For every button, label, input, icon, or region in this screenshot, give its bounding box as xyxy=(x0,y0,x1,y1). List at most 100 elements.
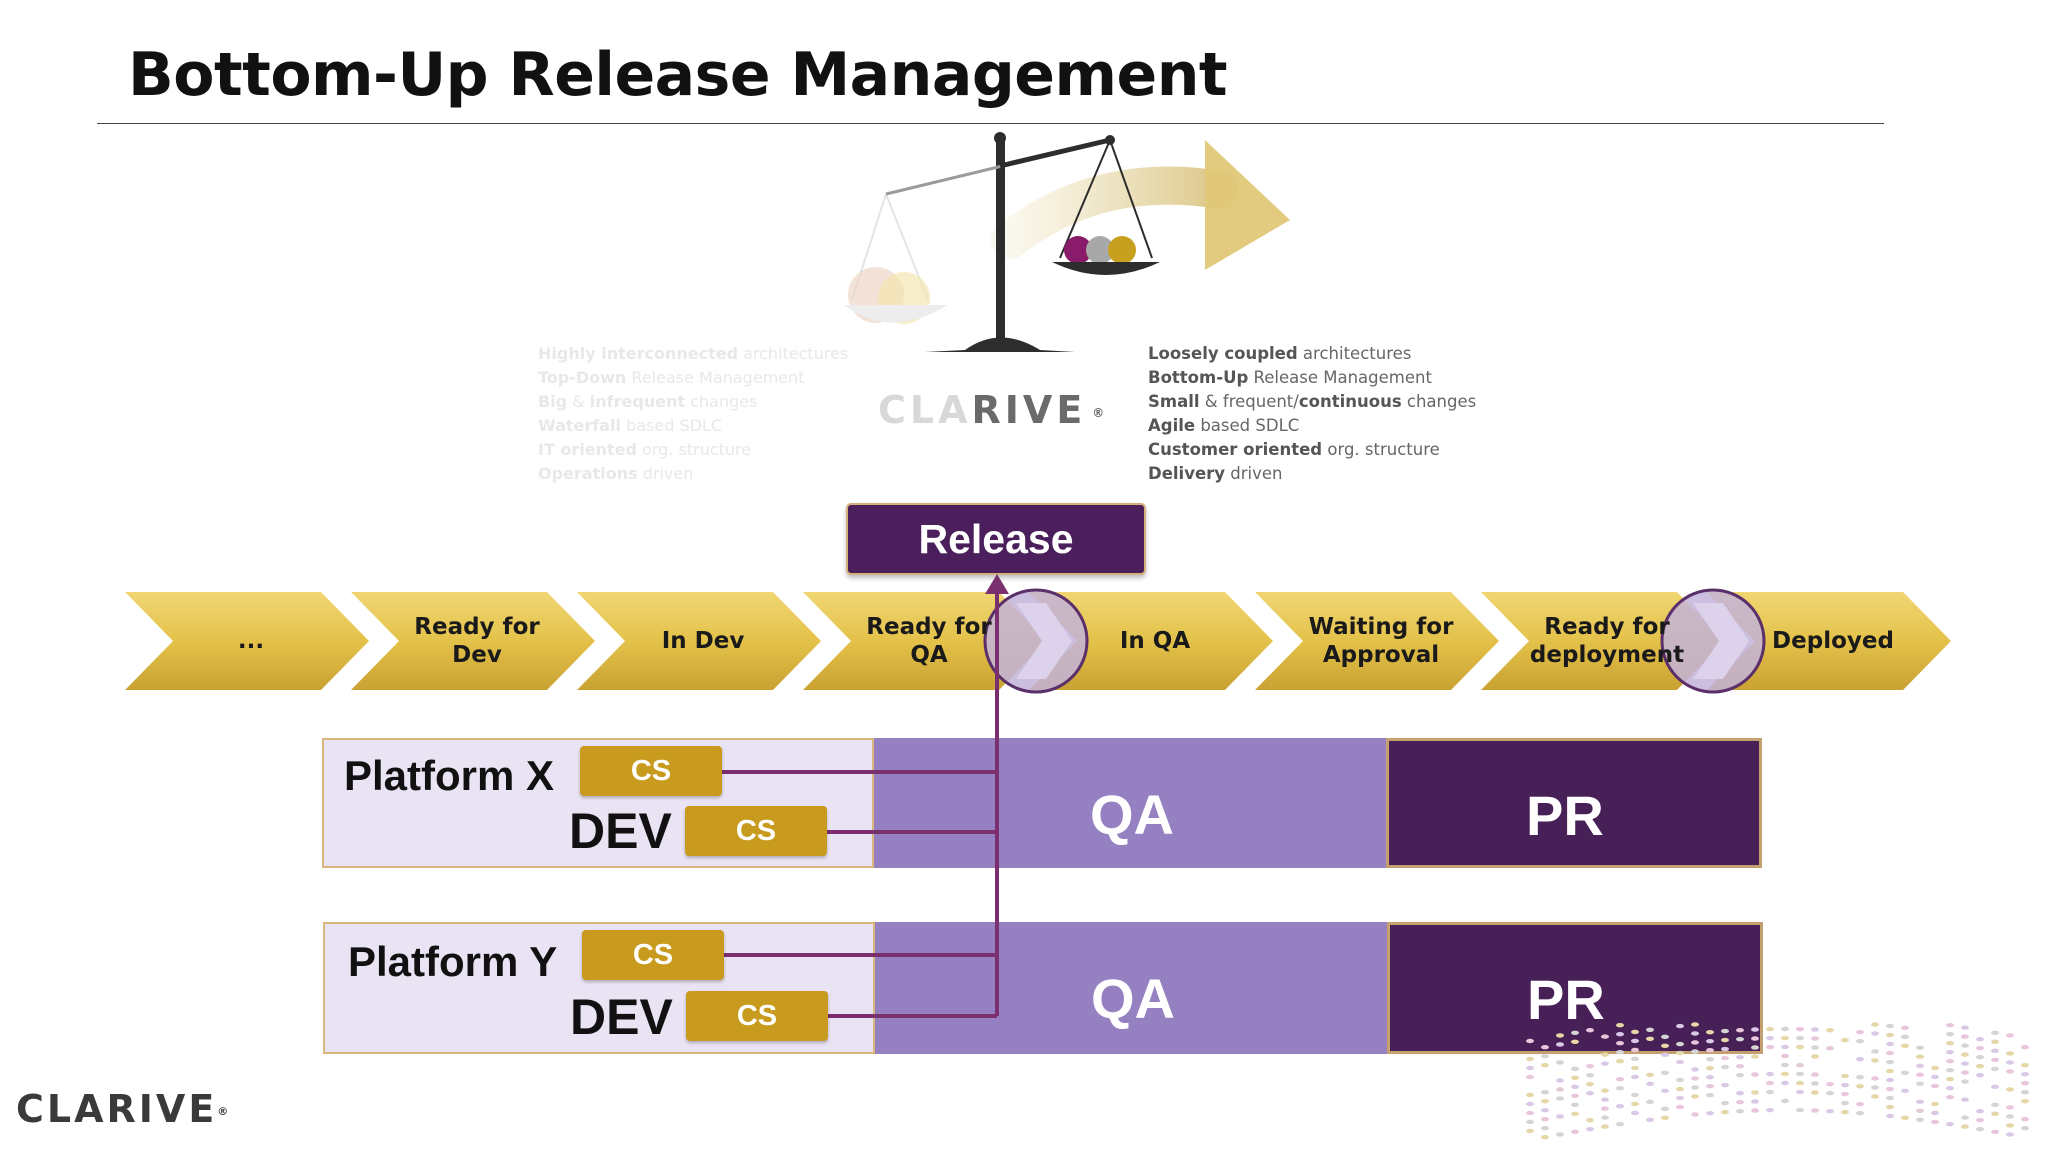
decorative-dot xyxy=(1766,1072,1774,1076)
decorative-dot xyxy=(1631,1075,1639,1079)
decorative-dot xyxy=(1901,1116,1909,1120)
decorative-dot xyxy=(1961,1034,1969,1038)
decorative-dot xyxy=(1601,1061,1609,1065)
decorative-dot xyxy=(1661,1035,1669,1039)
decorative-dot xyxy=(1991,1103,1999,1107)
decorative-dot xyxy=(1571,1112,1579,1116)
clarive-logo: CLARIVE® xyxy=(16,1087,231,1131)
decorative-dot xyxy=(1991,1130,1999,1134)
decorative-dot xyxy=(1631,1057,1639,1061)
decorative-dot xyxy=(1571,1076,1579,1080)
decorative-dot xyxy=(1871,1058,1879,1062)
decorative-dot xyxy=(1601,1088,1609,1092)
decorative-dot xyxy=(1676,1087,1684,1091)
decorative-dot xyxy=(1616,1122,1624,1126)
decorative-dot xyxy=(1676,1042,1684,1046)
decorative-dot xyxy=(1946,1032,1954,1036)
decorative-dot xyxy=(1631,1102,1639,1106)
decorative-dot xyxy=(1811,1027,1819,1031)
decorative-dot xyxy=(1661,1089,1669,1093)
decorative-dot xyxy=(1706,1057,1714,1061)
changeset-badge[interactable]: CS xyxy=(580,746,722,796)
decorative-dot xyxy=(1931,1111,1939,1115)
decorative-dot xyxy=(1706,1048,1714,1052)
decorative-dot xyxy=(1616,1059,1624,1063)
decorative-dot xyxy=(1946,1068,1954,1072)
decorative-dot xyxy=(2021,1099,2029,1103)
decorative-dot xyxy=(1841,1083,1849,1087)
decorative-dot xyxy=(2006,1051,2014,1055)
decorative-dot xyxy=(1781,1072,1789,1076)
decorative-dot xyxy=(1871,1076,1879,1080)
decorative-dot xyxy=(1601,1034,1609,1038)
decorative-dot xyxy=(1976,1046,1984,1050)
decorative-dot xyxy=(1601,1106,1609,1110)
decorative-dot xyxy=(1976,1073,1984,1077)
decorative-dot xyxy=(1811,1036,1819,1040)
decorative-dot xyxy=(1736,1055,1744,1059)
decorative-dot xyxy=(1691,1040,1699,1044)
decorative-dot xyxy=(1796,1072,1804,1076)
decorative-dot xyxy=(1901,1035,1909,1039)
decorative-dot xyxy=(1526,1057,1534,1061)
decorative-dot xyxy=(1541,1054,1549,1058)
decorative-dot xyxy=(1901,1089,1909,1093)
decorative-dot xyxy=(1556,1096,1564,1100)
decorative-dot xyxy=(1886,1033,1894,1037)
decorative-dot xyxy=(2021,1072,2029,1076)
decorative-dot xyxy=(1886,1069,1894,1073)
decorative-dot xyxy=(1661,1044,1669,1048)
decorative-dot xyxy=(1886,1114,1894,1118)
decorative-dot xyxy=(1556,1114,1564,1118)
decorative-dot xyxy=(1541,1063,1549,1067)
decorative-dot xyxy=(1976,1037,1984,1041)
decorative-dot xyxy=(1931,1066,1939,1070)
decorative-dot xyxy=(1751,1027,1759,1031)
decorative-dot xyxy=(1721,1029,1729,1033)
decorative-dot xyxy=(1991,1031,1999,1035)
decorative-dot xyxy=(1991,1112,1999,1116)
decorative-dot xyxy=(1691,1049,1699,1053)
decorative-dot xyxy=(1631,1111,1639,1115)
decorative-dot xyxy=(1676,1051,1684,1055)
decorative-dot xyxy=(1856,1030,1864,1034)
decorative-dot xyxy=(1676,1024,1684,1028)
decorative-dot xyxy=(1751,1099,1759,1103)
decorative-dot xyxy=(1886,1087,1894,1091)
decorative-dot xyxy=(1541,1135,1549,1139)
decorative-dot xyxy=(1736,1037,1744,1041)
decorative-dot xyxy=(1541,1117,1549,1121)
decorative-dot xyxy=(1781,1027,1789,1031)
decorative-dot xyxy=(1571,1040,1579,1044)
decorative-dot xyxy=(1556,1042,1564,1046)
decorative-dot xyxy=(1526,1120,1534,1124)
decorative-dot xyxy=(2006,1123,2014,1127)
decorative-dot xyxy=(1766,1081,1774,1085)
decorative-dot xyxy=(1691,1031,1699,1035)
decorative-dot xyxy=(1691,1022,1699,1026)
decorative-dot xyxy=(1886,1024,1894,1028)
decorative-dot xyxy=(1826,1028,1834,1032)
changeset-badge[interactable]: CS xyxy=(686,991,828,1041)
decorative-dot xyxy=(1856,1084,1864,1088)
decorative-dot xyxy=(2021,1126,2029,1130)
changeset-badge[interactable]: CS xyxy=(582,930,724,980)
decorative-dot xyxy=(1961,1115,1969,1119)
decorative-dot xyxy=(1736,1028,1744,1032)
changeset-badge[interactable]: CS xyxy=(685,806,827,856)
decorative-dot xyxy=(1691,1112,1699,1116)
decorative-dot xyxy=(1631,1039,1639,1043)
decorative-dot xyxy=(1571,1094,1579,1098)
decorative-dot xyxy=(1541,1045,1549,1049)
decorative-dot xyxy=(1796,1027,1804,1031)
decorative-dot xyxy=(1706,1075,1714,1079)
decorative-dot xyxy=(1796,1045,1804,1049)
decorative-dot xyxy=(1526,1066,1534,1070)
decorative-dot xyxy=(1766,1027,1774,1031)
decorative-dot xyxy=(1661,1071,1669,1075)
decorative-dot xyxy=(2021,1063,2029,1067)
decorative-dot xyxy=(1916,1118,1924,1122)
decorative-dot xyxy=(1571,1067,1579,1071)
decorative-dot xyxy=(1916,1055,1924,1059)
